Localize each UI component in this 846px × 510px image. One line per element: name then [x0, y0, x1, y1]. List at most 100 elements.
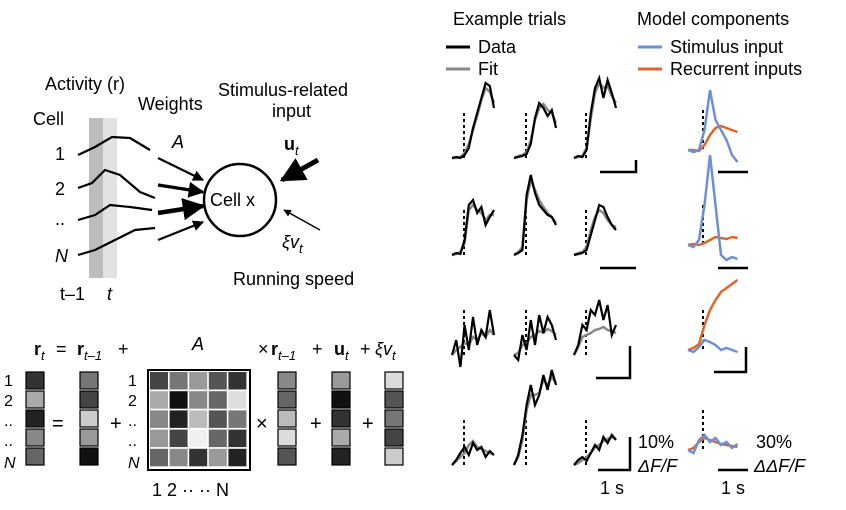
vector-cell — [331, 371, 351, 390]
matrix-cell — [189, 391, 208, 409]
vector-cell — [331, 428, 351, 447]
data-trace — [572, 299, 618, 356]
trials-title: Example trials — [453, 9, 566, 29]
eq-r: rt — [34, 339, 46, 363]
matrix-cell — [150, 372, 168, 390]
model-title: Model components — [637, 9, 789, 29]
vector-cell — [277, 371, 297, 390]
mrow-label-3: .. — [128, 413, 137, 430]
vector-cell — [79, 447, 99, 466]
fit-trace — [512, 374, 558, 466]
eq-plus-top-2: + — [312, 339, 323, 359]
stim-label-line1: Stimulus-related — [218, 80, 348, 100]
vector-cell — [25, 371, 45, 390]
matrix-cell — [228, 429, 247, 448]
model-equation: rt = rt–1 + A × rt–1 + ut + ξvt 1 2 .. .… — [4, 334, 404, 500]
fit-trace — [451, 203, 494, 257]
weights-label: Weights — [138, 94, 203, 114]
eq-a: A — [191, 334, 204, 354]
weight-matrix — [147, 369, 251, 471]
matrix-cell — [189, 448, 208, 467]
cell-index-1: 1 — [55, 144, 65, 164]
matrix-cell — [189, 410, 208, 428]
row-label-3: .. — [4, 413, 13, 430]
mrow-label-2: 2 — [128, 393, 137, 410]
time-band-prev — [89, 118, 103, 278]
stimulus-trace — [687, 338, 738, 354]
speed-label: Running speed — [233, 269, 354, 289]
vector-cell — [79, 371, 99, 390]
data-trace — [451, 81, 496, 160]
matrix-cell — [150, 391, 168, 409]
eq-u: ut — [334, 339, 350, 363]
vector-cell — [79, 390, 99, 409]
cell-index-dots: .. — [55, 209, 65, 229]
row-label-4: .. — [4, 433, 13, 450]
eq-times-top: × — [258, 339, 269, 359]
cell-x-label: Cell x — [210, 190, 255, 210]
vector-cell — [384, 447, 404, 466]
cell-index-n: N — [55, 246, 69, 266]
time-band-current — [103, 118, 117, 278]
scale-time-1: 1 s — [600, 478, 624, 498]
vector-cell — [25, 409, 45, 428]
scale-pct-2: 30% — [756, 432, 792, 452]
cell-x-circle — [202, 162, 278, 238]
example-trials-panel: Example trials Model components Data Fit… — [446, 9, 806, 498]
scale-time-2: 1 s — [721, 478, 745, 498]
stim-symbol: ut — [284, 134, 300, 158]
scale-unit-2: ΔΔF/F — [753, 456, 806, 476]
matrix-cell — [208, 391, 227, 409]
row-label-1: 1 — [4, 373, 13, 390]
matrix-cell — [189, 429, 208, 448]
data-trace — [573, 74, 618, 159]
vector-cell — [384, 371, 404, 390]
legend-rec: Recurrent inputs — [670, 59, 802, 79]
vector-cell — [384, 428, 404, 447]
data-trace — [573, 433, 617, 466]
recurrent-trace — [687, 278, 739, 352]
cell-index-2: 2 — [55, 179, 65, 199]
stimulus-trace — [687, 433, 739, 455]
data-trace — [451, 197, 495, 256]
data-trace — [513, 174, 557, 256]
eq-equals-top: = — [56, 339, 67, 359]
cell-label: Cell — [33, 109, 64, 129]
vector-cell — [277, 428, 297, 447]
matrix-cell — [169, 410, 188, 428]
weights-symbol: A — [171, 132, 184, 152]
stim-label-line2: input — [272, 101, 311, 121]
scale-pct-1: 10% — [638, 432, 674, 452]
eq-plus-bottom-2: + — [310, 413, 322, 435]
vector-cell — [331, 447, 351, 466]
data-trace — [573, 203, 617, 257]
trial-traces — [450, 74, 618, 467]
vector-cell — [79, 428, 99, 447]
matrix-cell — [169, 448, 188, 467]
vector-cell — [384, 409, 404, 428]
eq-times-bottom: × — [256, 413, 268, 435]
matrix-col-labels: 1 2 ·· ·· N — [152, 480, 229, 500]
scale-bars — [596, 160, 748, 472]
matrix-cell — [228, 372, 247, 390]
activity-traces — [77, 135, 156, 257]
stimulus-trace — [687, 89, 739, 163]
vector-cell — [25, 447, 45, 466]
matrix-cell — [189, 372, 208, 390]
matrix-cell — [208, 429, 227, 448]
mrow-label-n: N — [128, 455, 140, 472]
legend-fit: Fit — [478, 59, 498, 79]
eq-plus-bottom-3: + — [362, 413, 374, 435]
weight-arrows — [157, 157, 206, 242]
matrix-cell — [169, 429, 188, 448]
matrix-border — [147, 369, 251, 471]
eq-rprev-2: rt–1 — [271, 339, 296, 363]
speed-symbol: ξvt — [282, 232, 304, 256]
time-cur-label: t — [107, 284, 113, 304]
stimulus-trace — [687, 154, 738, 262]
matrix-cell — [228, 448, 247, 467]
data-trace — [513, 313, 558, 363]
matrix-cell — [228, 391, 247, 409]
data-trace — [513, 100, 558, 160]
